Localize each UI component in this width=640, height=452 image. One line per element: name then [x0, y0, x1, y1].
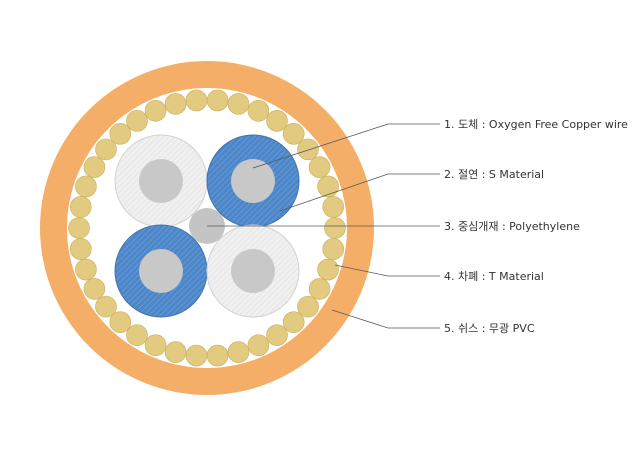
core-blue-top-right [206, 134, 300, 228]
leader-line-sheath [331, 309, 440, 329]
label-conductor: 1. 도체 : Oxygen Free Copper wire [444, 118, 628, 131]
shield-wire [282, 123, 305, 145]
shield-wire [282, 311, 305, 333]
shield-wire [227, 93, 250, 115]
shield-wire [185, 344, 208, 367]
shield-wire [109, 123, 132, 145]
shield-wire [144, 99, 167, 122]
shield-wire [164, 93, 187, 115]
shield-wire [164, 341, 187, 363]
shield-wire [297, 295, 319, 318]
shield-wire [297, 138, 319, 161]
leader-line-shield [334, 264, 440, 277]
shield-wire [83, 156, 106, 178]
leader-lines [207, 123, 440, 329]
core-white-top-left [114, 134, 208, 228]
shield-wire [185, 89, 208, 112]
shield-wire [227, 341, 250, 363]
core-white-bottom-right [206, 224, 300, 318]
shield-wire [324, 217, 346, 239]
shield-wire [68, 217, 90, 239]
shield-wire [109, 311, 132, 333]
shield-wire [126, 324, 148, 346]
shield-wire [69, 238, 92, 260]
shield-wire [95, 295, 117, 318]
shield-wire [317, 258, 339, 281]
label-insulation: 2. 절연 : S Material [444, 168, 544, 181]
shield-wire [206, 344, 229, 367]
shield-wire [247, 99, 270, 122]
shield-wire [95, 138, 117, 161]
conductor [139, 249, 183, 293]
shield-wire [75, 175, 97, 198]
shield-wire [266, 324, 288, 346]
shield-wire-ring [68, 89, 346, 367]
shield-wire [247, 334, 270, 357]
shield-wire [266, 110, 288, 132]
shield-wire [75, 258, 97, 281]
core-blue-bottom-left [114, 224, 208, 318]
shield-wire [322, 196, 345, 218]
label-filler: 3. 중심개재 : Polyethylene [444, 220, 580, 233]
shield-wire [322, 238, 345, 260]
shield-wire [69, 196, 92, 218]
shield-wire [317, 175, 339, 198]
shield-wire [83, 278, 106, 300]
label-shield: 4. 차폐 : T Material [444, 270, 544, 283]
shield-wire [308, 278, 331, 300]
conductor [231, 249, 275, 293]
shield-wire [308, 156, 331, 178]
leader-line-conductor [252, 123, 440, 169]
leader-line-insulation [279, 173, 440, 212]
conductor [231, 159, 275, 203]
shield-wire [206, 89, 229, 112]
label-sheath: 5. 쉬스 : 무광 PVC [444, 322, 535, 335]
shield-wire [144, 334, 167, 357]
shield-wire [126, 110, 148, 132]
conductor [139, 159, 183, 203]
